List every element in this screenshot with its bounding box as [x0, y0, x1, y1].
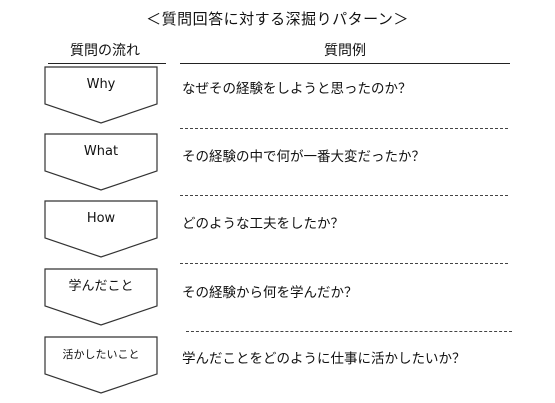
pentagon-arrow-shape — [44, 336, 158, 394]
question-separator — [180, 128, 508, 129]
examples-header-rule — [180, 63, 510, 64]
flow-step-label: Why — [86, 77, 116, 92]
flow-column-header: 質問の流れ — [70, 43, 140, 59]
question-what: その経験の中で何が一番大変だったか？ — [182, 149, 425, 165]
pentagon-arrow-shape — [44, 66, 158, 124]
flow-step-what: What — [44, 133, 158, 191]
pentagon-arrow-shape — [44, 133, 158, 191]
page-title: ＜質問回答に対する深掘りパターン＞ — [146, 10, 409, 28]
flow-step-label: How — [86, 211, 116, 226]
pentagon-arrow-shape — [44, 268, 158, 326]
question-separator — [180, 263, 508, 264]
question-why: なぜその経験をしようと思ったのか？ — [182, 81, 412, 97]
flow-step-learned: 学んだこと — [44, 268, 158, 326]
flow-step-apply: 活かしたいこと — [44, 336, 158, 394]
question-how: どのような工夫をしたか？ — [182, 216, 344, 232]
flow-step-label: What — [83, 144, 119, 159]
question-learned: その経験から何を学んだか？ — [182, 285, 358, 301]
question-apply: 学んだことをどのように仕事に活かしたいか？ — [182, 351, 466, 367]
flow-step-label: 活かしたいこと — [62, 348, 140, 361]
flow-step-label: 学んだこと — [68, 279, 134, 294]
pentagon-arrow-shape — [44, 200, 158, 258]
flow-header-rule — [48, 63, 166, 64]
flow-step-how: How — [44, 200, 158, 258]
question-separator — [186, 331, 512, 332]
examples-column-header: 質問例 — [324, 43, 366, 59]
flow-step-why: Why — [44, 66, 158, 124]
question-separator — [180, 195, 508, 196]
